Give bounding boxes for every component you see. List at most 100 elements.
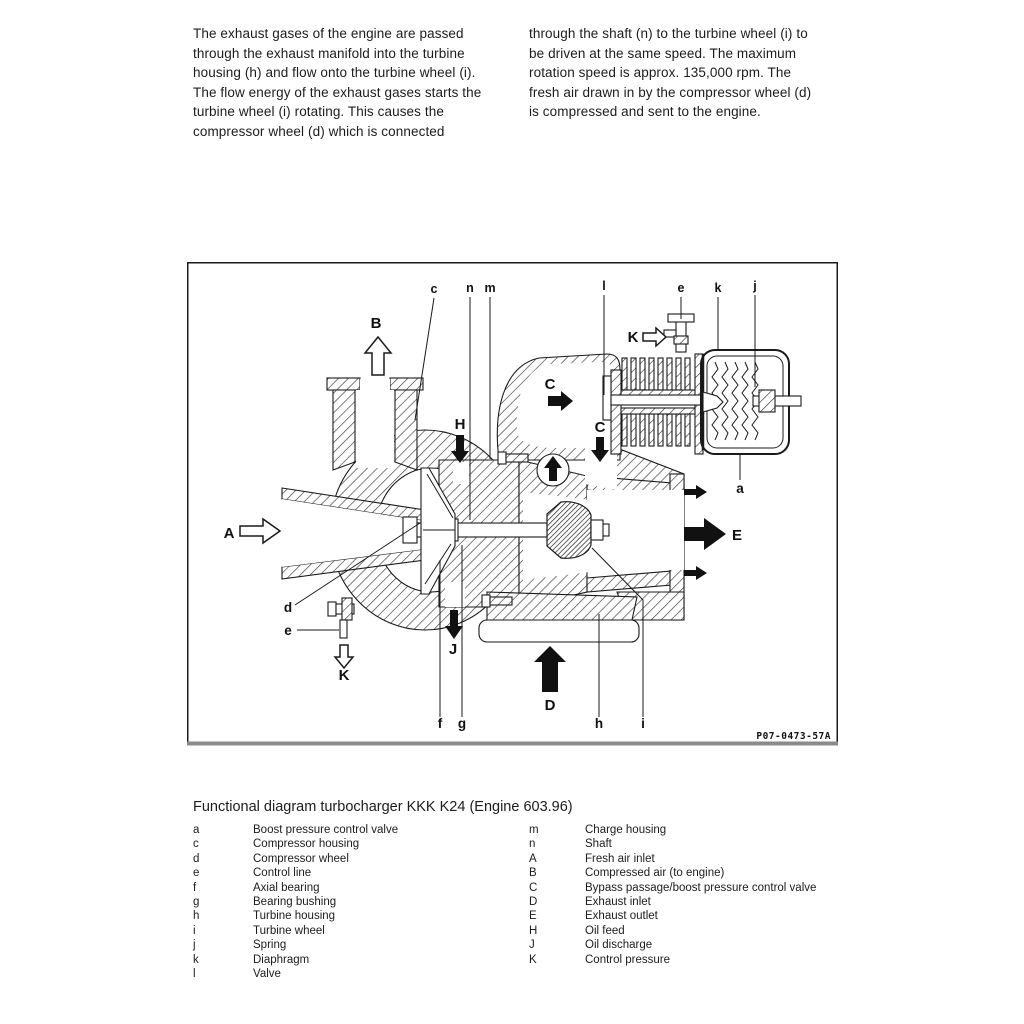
- outlet-duct-b: [326, 377, 424, 471]
- legend-description: Control pressure: [585, 953, 671, 966]
- arrow-e-exhaust-outlet: [684, 518, 726, 550]
- legend-description: Compressed air (to engine): [585, 867, 725, 880]
- diagram-label-part-h: h: [595, 716, 603, 731]
- legend-row: g Bearing bushing: [193, 895, 398, 909]
- intro-paragraph-left: The exhaust gases of the engine are pass…: [193, 26, 482, 139]
- legend-description: Boost pressure control valve: [253, 824, 399, 836]
- legend-description: Valve: [253, 968, 281, 981]
- legend-key: m: [529, 824, 539, 836]
- diagram-label-top-j: j: [752, 279, 756, 293]
- leader-lines: [294, 295, 756, 717]
- arrow-k-control-pressure-bottom: [333, 644, 355, 670]
- diagram-label-part-i: i: [641, 716, 645, 731]
- legend-column-left: a Boost pressure control valve c Compressor…: [193, 823, 398, 981]
- legend-row: c Compressor housing: [193, 837, 398, 851]
- legend-key: l: [193, 968, 196, 981]
- legend-key: E: [529, 910, 537, 923]
- diagram-label-part-d: d: [284, 600, 292, 615]
- legend-key: c: [193, 838, 199, 851]
- diagram-label-part-a: a: [736, 481, 744, 496]
- turbine-wheel: [546, 501, 610, 559]
- legend-key: D: [529, 896, 538, 909]
- diagram-label-top-e: e: [678, 281, 685, 295]
- legend-description: Diaphragm: [253, 953, 310, 966]
- legend-description: Fresh air inlet: [585, 852, 655, 865]
- legend-row: B Compressed air (to engine): [529, 866, 816, 880]
- diagram-label-top-m: m: [484, 281, 495, 295]
- legend-description: Bypass passage/boost pressure control va…: [585, 881, 817, 894]
- arrow-bypass-port-up: [544, 456, 562, 481]
- diagram-label-top-n: n: [466, 281, 474, 295]
- arrow-e-small-bottom: [684, 566, 707, 580]
- diagram-label-flow-c-down: C: [595, 419, 606, 436]
- legend-description: Control line: [253, 867, 312, 880]
- legend-description: Oil feed: [585, 924, 625, 937]
- valve-plunger: [702, 391, 724, 413]
- legend-description: Shaft: [585, 838, 612, 851]
- legend-description: Exhaust inlet: [585, 896, 651, 909]
- diagram-label-flow-a: A: [224, 525, 235, 542]
- arrow-h-oil-feed: [451, 435, 469, 463]
- arrow-c-bypass-down: [591, 437, 609, 462]
- legend-description: Oil discharge: [585, 939, 653, 952]
- legend-description: Turbine housing: [253, 910, 336, 923]
- control-line-fitting-bottom: [327, 597, 355, 639]
- diagram-label-part-g: g: [458, 716, 466, 731]
- legend-row: a Boost pressure control valve: [193, 823, 398, 837]
- figure-code: P07-0473-57A: [756, 731, 831, 742]
- legend-key: j: [193, 939, 196, 952]
- spring: [711, 361, 759, 441]
- compressor-wheel: [420, 467, 456, 595]
- diagram-label-part-f: f: [438, 716, 443, 731]
- legend-key: H: [529, 924, 538, 937]
- legend-row: A Fresh air inlet: [529, 852, 816, 866]
- legend-key: A: [529, 852, 537, 865]
- legend-description: Charge housing: [585, 824, 667, 836]
- diagram-label-part-e: e: [284, 623, 292, 638]
- diagram-label-flow-b: B: [371, 315, 382, 332]
- legend-row: J Oil discharge: [529, 938, 816, 952]
- legend-key: J: [529, 939, 535, 952]
- legend-row: D Exhaust inlet: [529, 895, 816, 909]
- legend-key: C: [529, 881, 538, 894]
- legend-key: n: [529, 838, 536, 851]
- legend-description: Exhaust outlet: [585, 910, 658, 923]
- inlet-duct-a: [281, 487, 426, 580]
- housing-bolts: [481, 451, 529, 608]
- legend-row: l Valve: [193, 967, 398, 981]
- diagram-label-flow-c-right: C: [545, 376, 556, 393]
- figure-border: [187, 262, 838, 746]
- legend-row: k Diaphragm: [193, 953, 398, 967]
- legend-key: i: [193, 924, 196, 937]
- figure-caption: Functional diagram turbocharger KKK K24 …: [193, 799, 573, 815]
- legend-row: i Turbine wheel: [193, 924, 398, 938]
- intro-paragraph-right: through the shaft (n) to the turbine whe…: [529, 26, 812, 120]
- arrow-a-fresh-air-inlet: [239, 517, 282, 545]
- legend-description: Compressor housing: [253, 838, 360, 851]
- arrow-d-exhaust-inlet: [534, 646, 566, 692]
- exhaust-inlet-flange: [478, 619, 640, 643]
- legend-description: Axial bearing: [253, 881, 320, 894]
- legend-description: Bearing bushing: [253, 896, 337, 909]
- legend-row: H Oil feed: [529, 924, 816, 938]
- legend-key: k: [193, 953, 199, 966]
- arrow-c-bypass-right: [548, 391, 573, 411]
- legend-key: g: [193, 896, 200, 909]
- diagram-label-flow-k-bottom: K: [339, 667, 350, 684]
- diagram-label-flow-k-top: K: [628, 329, 639, 346]
- legend-key: B: [529, 867, 537, 880]
- arrow-k-control-pressure-top: [642, 326, 668, 348]
- legend-row: e Control line: [193, 866, 398, 880]
- legend-key: e: [193, 867, 200, 880]
- diagram-label-top-k: k: [715, 281, 722, 295]
- diagram-label-top-l: l: [602, 279, 605, 293]
- legend-key: a: [193, 824, 200, 836]
- diagram-label-top-c: c: [431, 282, 438, 296]
- legend-description: Turbine wheel: [253, 924, 325, 937]
